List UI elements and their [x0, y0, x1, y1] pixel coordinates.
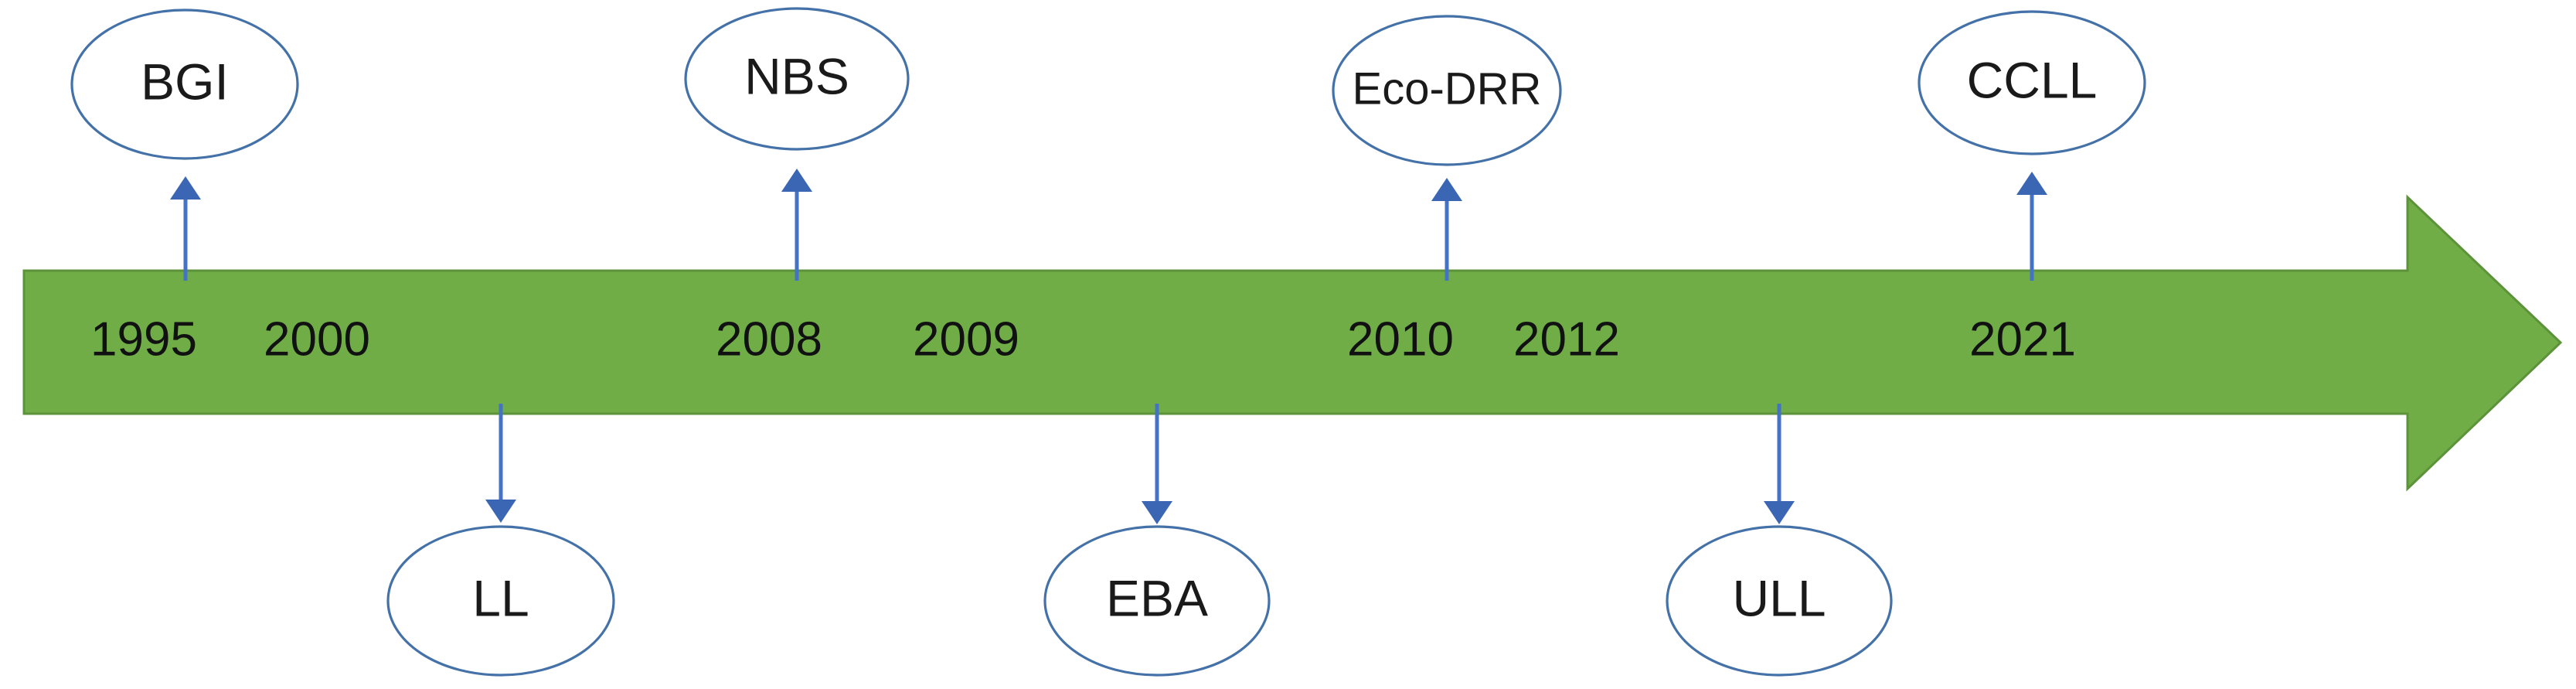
year-label-2009: 2009: [913, 312, 1019, 366]
node-ccll[interactable]: CCLL: [1918, 10, 2146, 155]
node-ellipse[interactable]: [1918, 10, 2146, 155]
timeline-arrow: [22, 194, 2563, 492]
node-bgi[interactable]: BGI: [70, 9, 299, 160]
year-label-group: 1995 2000 2008 2009 2010 2012 2021: [90, 312, 2076, 366]
timeline-arrow-shape: [22, 194, 2563, 492]
node-label: BGI: [141, 53, 229, 110]
node-ull[interactable]: ULL: [1666, 525, 1893, 677]
node-label: EBA: [1106, 569, 1208, 626]
arrowhead-up-icon: [170, 176, 201, 200]
node-label: LL: [472, 569, 529, 626]
connector-arrow-bgi: [170, 176, 201, 281]
connector-arrow-eba: [1142, 404, 1172, 524]
node-ellipse[interactable]: [1666, 525, 1893, 677]
arrowhead-up-icon: [2016, 172, 2047, 195]
arrowhead-up-icon: [781, 169, 812, 192]
arrowhead-down-icon: [1764, 501, 1795, 524]
node-eco-drr[interactable]: Eco-DRR: [1332, 15, 1562, 166]
node-ellipse[interactable]: [386, 525, 615, 677]
node-eba[interactable]: EBA: [1043, 525, 1271, 677]
arrowhead-down-icon: [485, 500, 516, 523]
node-ellipse[interactable]: [70, 9, 299, 160]
connector-arrow-ull: [1764, 404, 1795, 524]
node-ll[interactable]: LL: [386, 525, 615, 677]
arrowhead-down-icon: [1142, 501, 1172, 524]
connector-arrow-nbs: [781, 169, 812, 281]
node-group-above: BGI NBS Eco-DRR CCLL: [70, 7, 2146, 166]
year-label-2021: 2021: [1969, 312, 2076, 366]
connector-arrow-eco-drr: [1431, 178, 1462, 281]
node-group-below: LL EBA ULL: [386, 525, 1893, 677]
node-label: Eco-DRR: [1353, 63, 1542, 114]
node-ellipse[interactable]: [1043, 525, 1271, 677]
node-label: NBS: [744, 47, 849, 104]
year-label-2010: 2010: [1347, 312, 1454, 366]
arrowhead-up-icon: [1431, 178, 1462, 201]
node-nbs[interactable]: NBS: [684, 7, 910, 151]
node-label: CCLL: [1967, 51, 2098, 108]
connector-arrow-ll: [485, 404, 516, 523]
connector-arrow-ccll: [2016, 172, 2047, 281]
connector-up-group: [170, 169, 2047, 281]
year-label-2000: 2000: [264, 312, 370, 366]
year-label-2012: 2012: [1513, 312, 1620, 366]
node-ellipse[interactable]: [1332, 15, 1562, 166]
year-label-2008: 2008: [716, 312, 822, 366]
year-label-1995: 1995: [90, 312, 197, 366]
node-label: ULL: [1732, 569, 1826, 626]
node-ellipse[interactable]: [684, 7, 910, 151]
connector-down-group: [485, 404, 1795, 524]
